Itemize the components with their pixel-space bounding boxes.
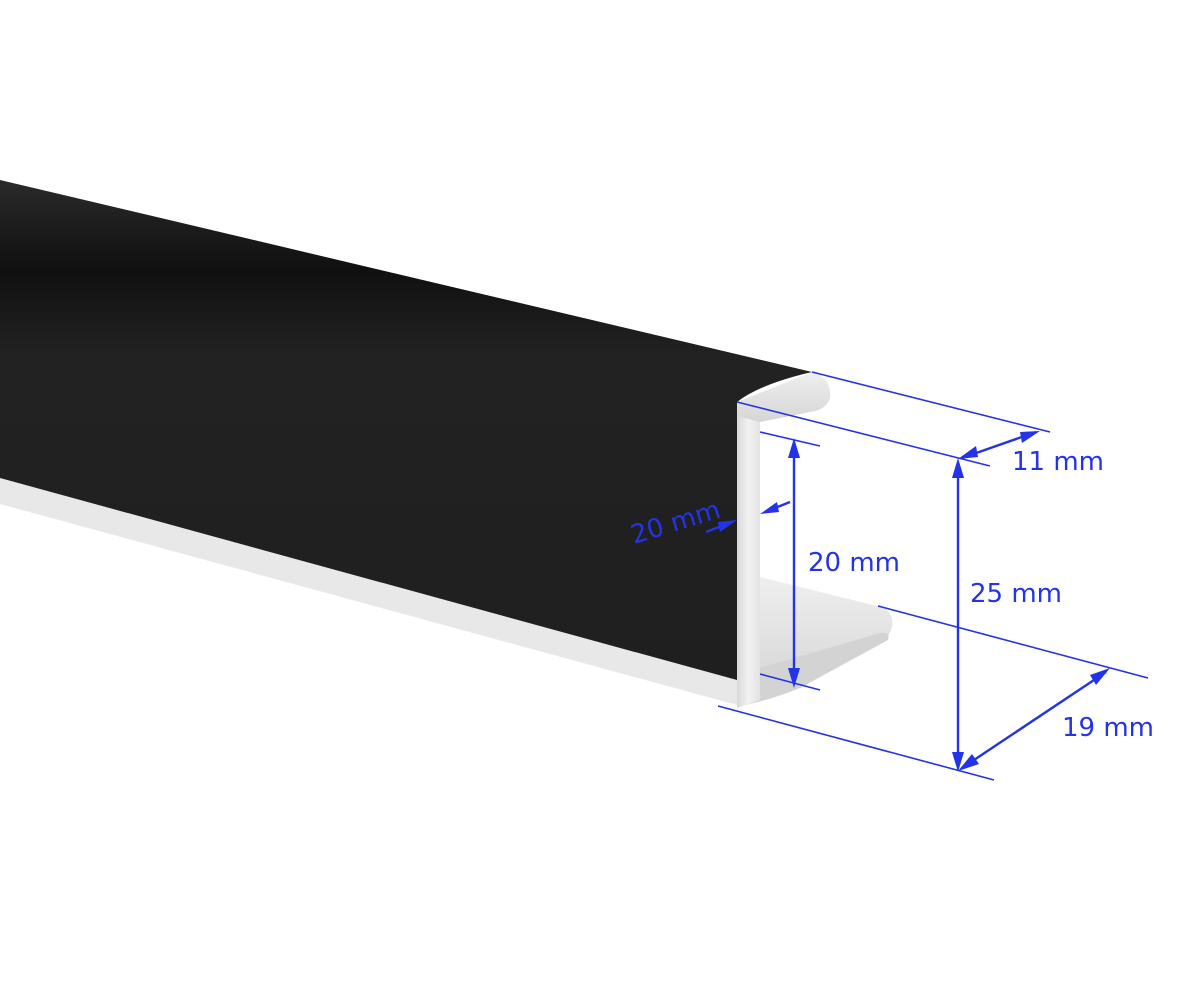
dim-label-bottom-flange: 19 mm [1062,713,1154,743]
dim-label-top-flange: 11 mm [1012,447,1104,477]
web-wall [737,402,760,708]
dim-label-overall-height: 25 mm [970,579,1062,609]
bottom-edge-strip [0,478,745,705]
top-lip [737,372,831,422]
dim-label-inner-height: 20 mm [808,548,900,578]
dimension-lines [705,371,1149,781]
bottom-flange-shadow [745,632,889,705]
c-profile [0,180,893,708]
profile-face [0,180,812,680]
